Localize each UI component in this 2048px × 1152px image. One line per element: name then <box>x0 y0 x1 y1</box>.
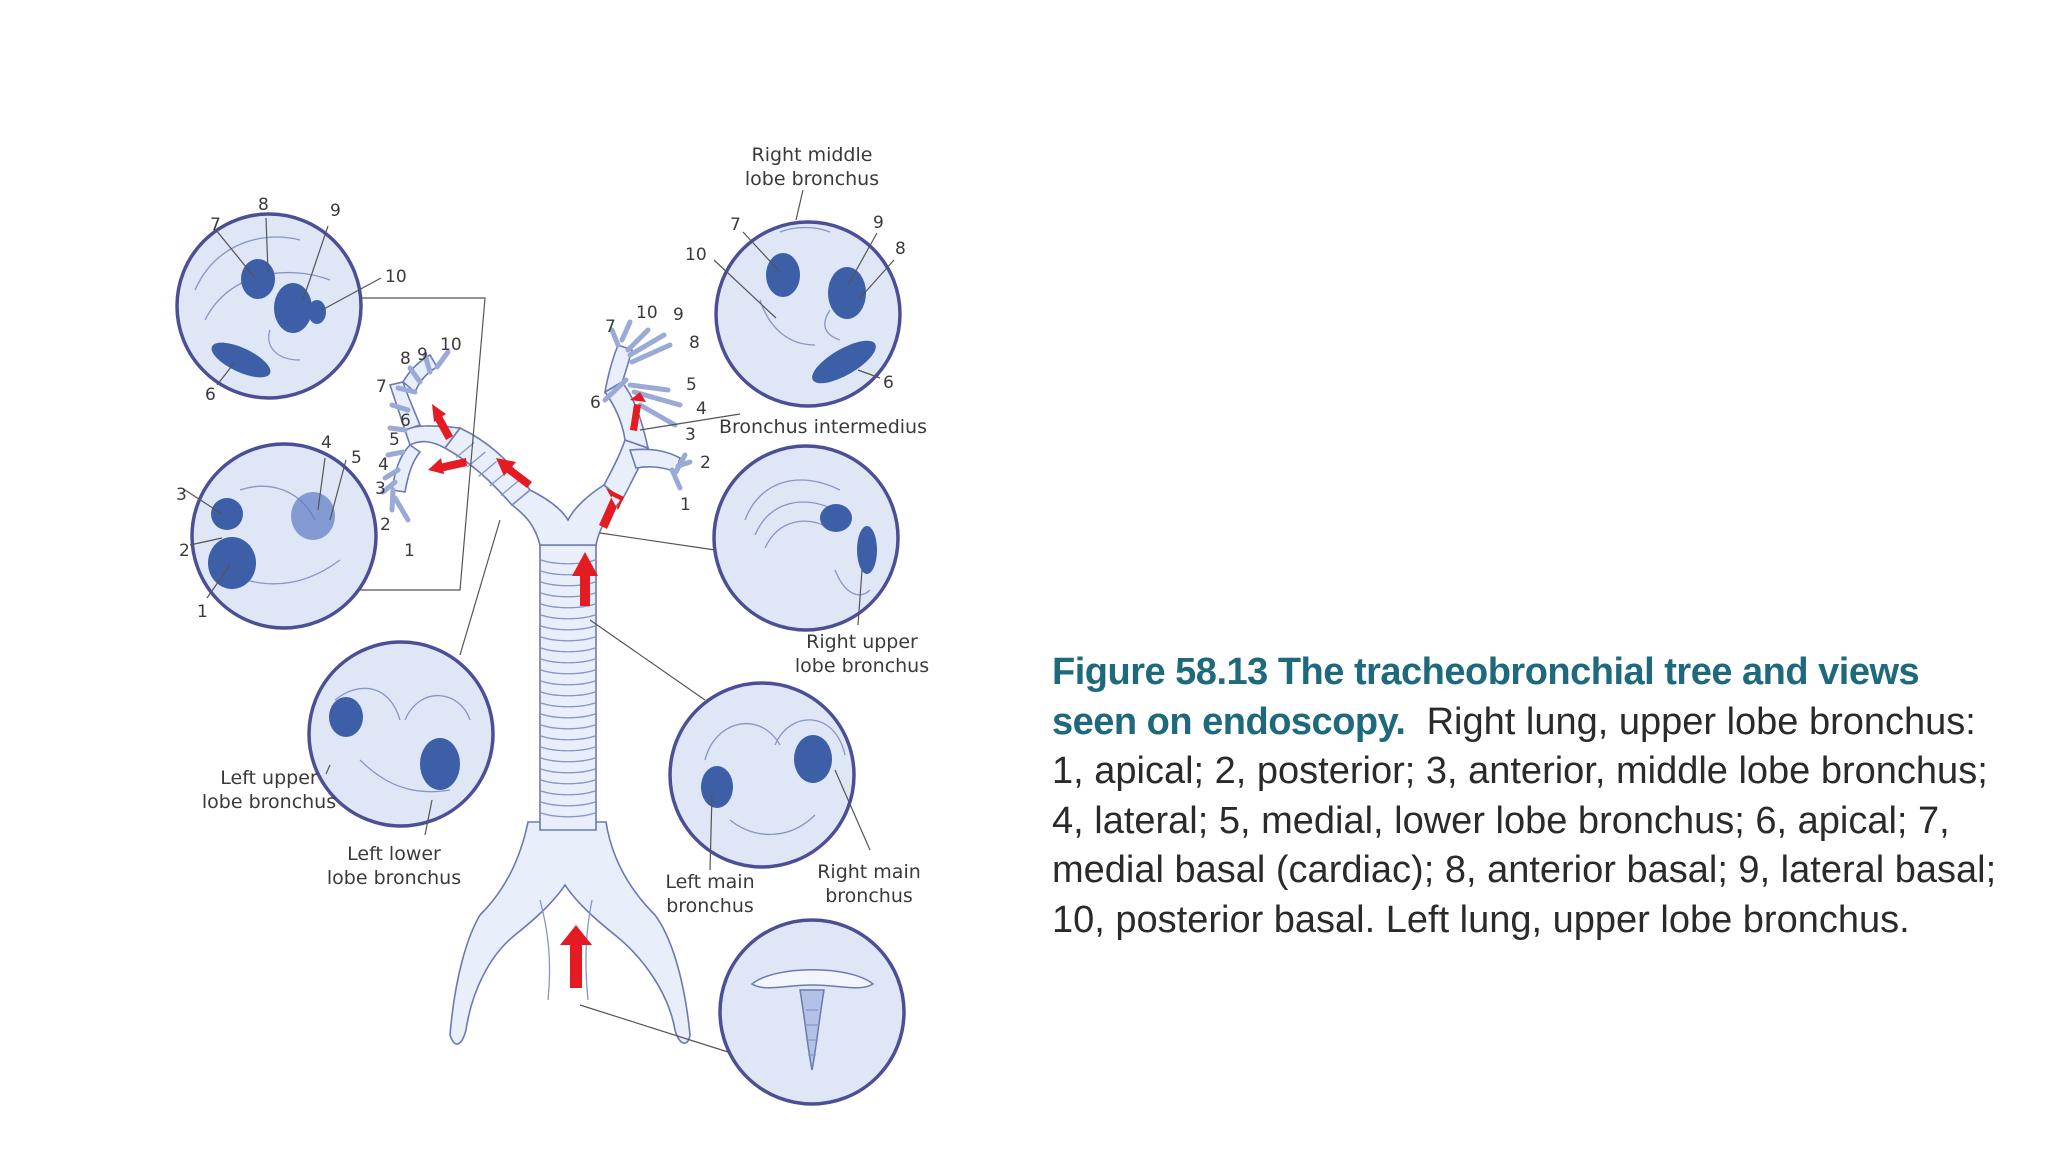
arrow-up-icon <box>560 925 592 988</box>
num-label: 4 <box>321 433 332 453</box>
num-label: 9 <box>873 213 884 233</box>
diagram-labels: Right middle lobe bronchus Bronchus inte… <box>176 144 929 917</box>
label-left-upper-lobe-line1: Left upper <box>220 767 318 789</box>
num-label: 8 <box>689 333 700 353</box>
num-label: 2 <box>700 453 711 473</box>
num-label: 5 <box>389 430 400 450</box>
arrow-up-icon <box>572 552 598 606</box>
num-label: 4 <box>378 455 389 475</box>
num-label: 7 <box>376 377 387 397</box>
num-label: 7 <box>730 215 741 235</box>
num-label: 10 <box>440 335 462 355</box>
arrow-up-right-icon <box>599 488 624 529</box>
num-label: 10 <box>685 245 707 265</box>
right-lower-trunk <box>603 343 633 394</box>
laryngeal-base <box>449 821 691 1045</box>
num-label: 7 <box>605 317 616 337</box>
right-segmental-twigs <box>602 319 693 491</box>
label-left-upper-lobe-line2: lobe bronchus <box>202 791 336 813</box>
arrow-up-left-icon <box>432 404 453 440</box>
endoscopic-view-larynx <box>718 918 906 1106</box>
num-label: 8 <box>400 349 411 369</box>
num-label: 5 <box>351 448 362 468</box>
caption-body: Right lung, upper lobe bronchus: 1, apic… <box>1052 700 1997 941</box>
endoscopic-view-left-upper-segments <box>190 442 378 630</box>
bronchial-tree <box>380 319 693 1045</box>
num-label: 9 <box>330 201 341 221</box>
endoscopic-view-main-bronchi <box>668 681 856 869</box>
num-label: 8 <box>895 239 906 259</box>
label-right-middle-lobe-line1: Right middle <box>752 144 873 166</box>
endoscopic-view-right-lower-segments <box>714 220 902 408</box>
num-label: 1 <box>680 495 691 515</box>
label-left-lower-lobe-line2: lobe bronchus <box>327 867 461 889</box>
num-label: 9 <box>673 305 684 325</box>
num-label: 7 <box>210 215 221 235</box>
num-label: 6 <box>205 385 216 405</box>
caption-title: Figure 58.13 The tracheobronchial tree a… <box>1052 651 1920 743</box>
num-label: 3 <box>685 425 696 445</box>
label-left-main-bronchus-line2: bronchus <box>666 895 754 917</box>
leader-lines <box>184 189 895 1053</box>
label-left-main-bronchus-line1: Left main <box>665 871 754 893</box>
num-label: 3 <box>176 485 187 505</box>
label-left-lower-lobe-line1: Left lower <box>347 843 441 865</box>
endoscopic-view-left-lower-segments <box>175 212 363 400</box>
endoscopic-view-left-main-bronchus <box>307 640 495 828</box>
num-label: 10 <box>385 267 407 287</box>
num-label: 9 <box>417 345 428 365</box>
label-right-upper-lobe-line2: lobe bronchus <box>795 655 929 677</box>
num-label: 8 <box>258 195 269 215</box>
num-label: 3 <box>375 479 386 499</box>
num-label: 6 <box>590 393 601 413</box>
label-right-main-bronchus-line1: Right main <box>817 861 921 883</box>
label-right-main-bronchus-line2: bronchus <box>825 885 913 907</box>
num-label: 1 <box>197 602 208 622</box>
left-segmental-twigs <box>380 349 451 523</box>
figure-caption: Figure 58.13 The tracheobronchial tree a… <box>1052 648 2012 945</box>
endoscopic-view-bronchus-intermedius <box>712 444 900 632</box>
label-right-upper-lobe-line1: Right upper <box>806 631 918 653</box>
arrow-left-icon <box>428 458 467 474</box>
num-label: 2 <box>179 541 190 561</box>
num-label: 1 <box>404 541 415 561</box>
arrow-up-icon <box>630 392 646 431</box>
num-label: 6 <box>400 411 411 431</box>
num-label: 4 <box>696 399 707 419</box>
airflow-arrows <box>428 392 646 988</box>
tracheal-rings <box>540 559 596 818</box>
label-right-middle-lobe-line2: lobe bronchus <box>745 168 879 190</box>
label-bronchus-intermedius: Bronchus intermedius <box>719 416 927 438</box>
num-label: 5 <box>686 375 697 395</box>
num-label: 10 <box>636 303 658 323</box>
num-label: 2 <box>380 515 391 535</box>
num-label: 6 <box>883 373 894 393</box>
arrow-up-left-icon <box>496 458 532 488</box>
